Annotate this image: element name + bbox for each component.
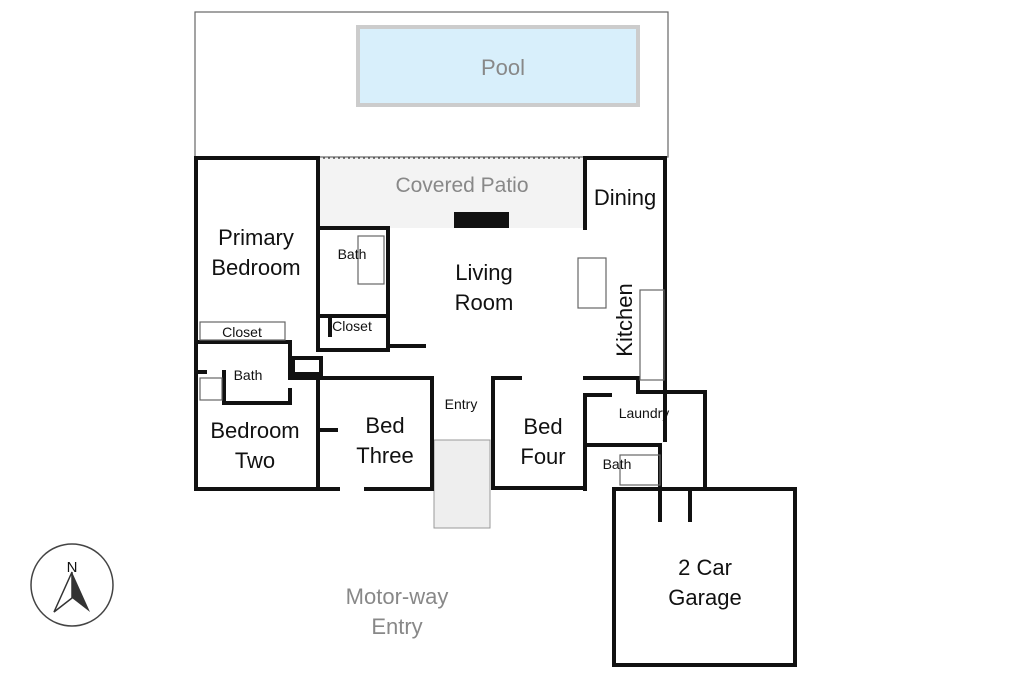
- label-closet-hall: Closet: [332, 318, 372, 334]
- fixtures: [199, 235, 665, 486]
- label-motorway-1: Motor-way: [346, 584, 449, 609]
- backyard-outline: [194, 11, 669, 158]
- label-living-room-2: Room: [455, 290, 514, 315]
- label-bath-three: Bath: [603, 456, 632, 472]
- room-labels: Pool Covered Patio Dining Primary Bedroo…: [210, 55, 741, 639]
- label-garage-2: Garage: [668, 585, 741, 610]
- label-bed-three-1: Bed: [365, 413, 404, 438]
- label-dining: Dining: [594, 185, 656, 210]
- compass-north-icon: [30, 543, 114, 627]
- label-bath-two: Bath: [234, 367, 263, 383]
- label-bedroom-two-1: Bedroom: [210, 418, 299, 443]
- label-bed-three-2: Three: [356, 443, 413, 468]
- pool: [356, 25, 640, 107]
- walls: [194, 156, 797, 667]
- label-motorway-2: Entry: [371, 614, 422, 639]
- label-primary-bath: Bath: [338, 246, 367, 262]
- compass-label: N: [67, 559, 78, 576]
- label-kitchen: Kitchen: [612, 283, 637, 356]
- label-pool: Pool: [481, 55, 525, 80]
- label-bed-four-1: Bed: [523, 414, 562, 439]
- label-covered-patio: Covered Patio: [395, 174, 528, 197]
- label-laundry: Laundry: [619, 405, 670, 421]
- label-bed-four-2: Four: [520, 444, 565, 469]
- label-primary-bedroom-2: Bedroom: [211, 255, 300, 280]
- label-entry: Entry: [445, 396, 478, 412]
- label-closet-primary: Closet: [222, 324, 262, 340]
- entry-walkway: [433, 439, 491, 529]
- label-bedroom-two-2: Two: [235, 448, 275, 473]
- covered-patio-area: [318, 158, 585, 228]
- label-primary-bedroom-1: Primary: [218, 225, 294, 250]
- fireplace: [454, 212, 509, 228]
- label-garage-1: 2 Car: [678, 555, 732, 580]
- label-living-room-1: Living: [455, 260, 512, 285]
